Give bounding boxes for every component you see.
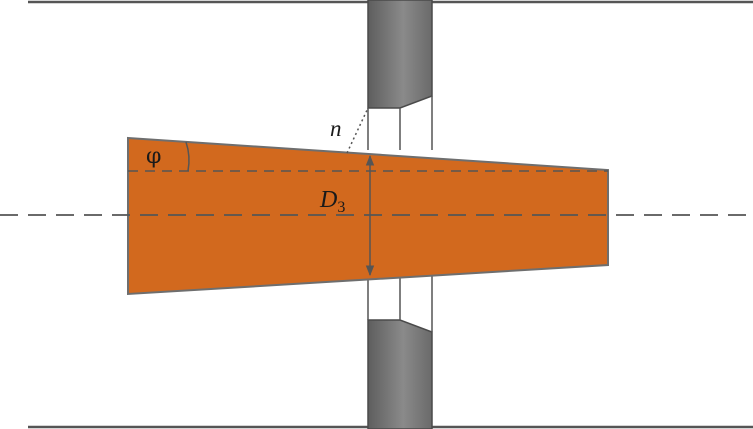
upper-roller-gap-outline [367, 96, 433, 150]
phi-label: φ [146, 144, 161, 169]
d3-label-sub: 3 [337, 199, 345, 216]
lower-roller-body [367, 319, 433, 429]
tapered-body [127, 136, 609, 296]
d3-label: D3 [319, 187, 345, 216]
upper-roller-body [367, 0, 433, 109]
angle-arc [185, 141, 190, 172]
lower-roller-gap-outline [367, 275, 433, 332]
n-label: n [330, 116, 342, 141]
lower-roller [367, 275, 433, 429]
d3-label-main: D [319, 187, 337, 213]
normal-dotted-line [346, 107, 369, 154]
upper-roller [367, 0, 433, 150]
